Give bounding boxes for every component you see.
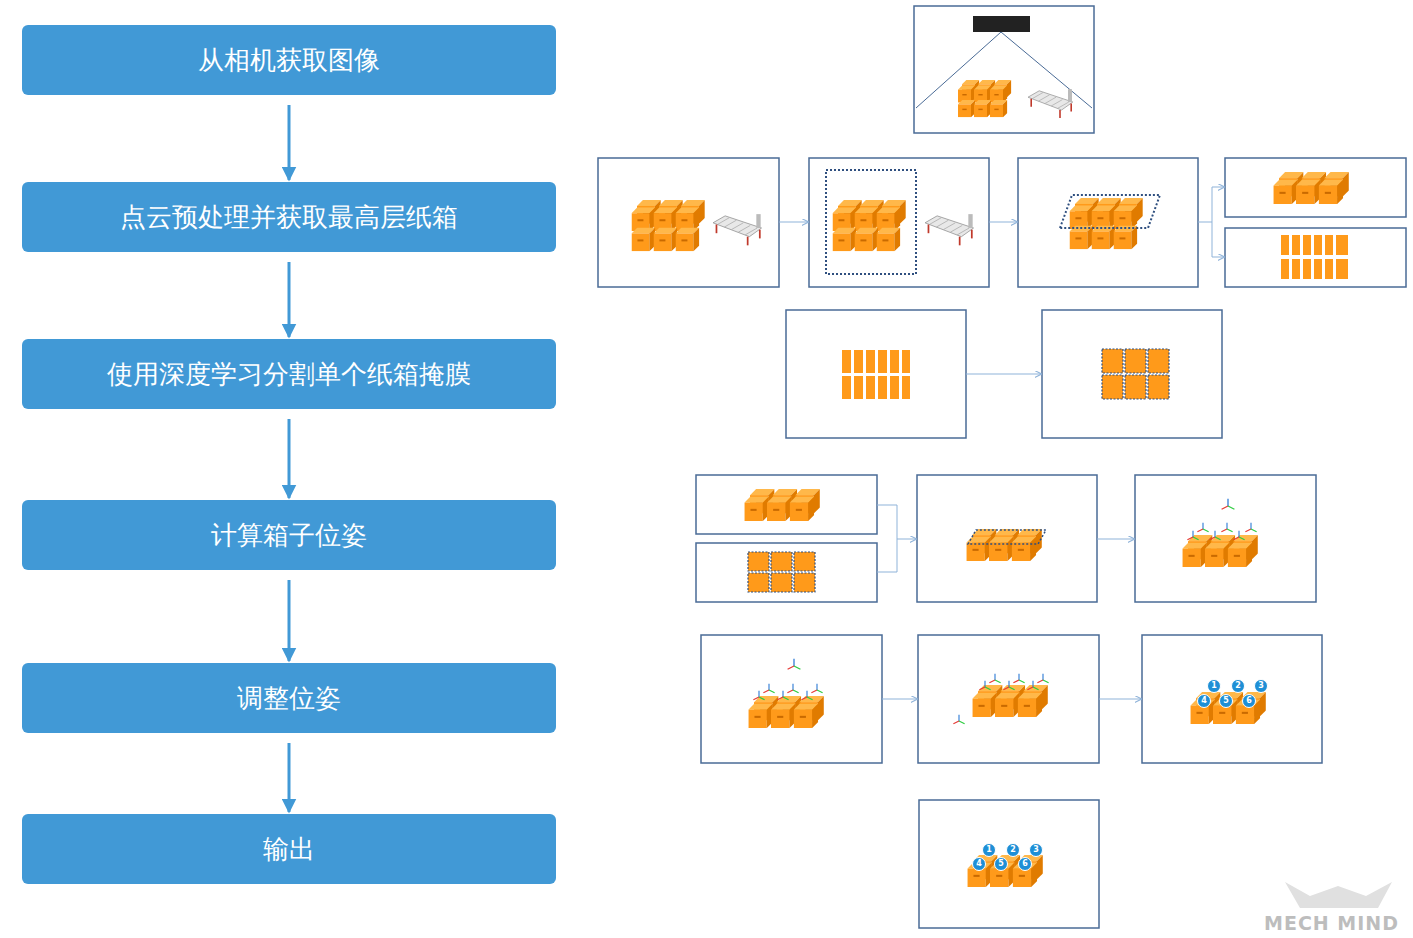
callout-number: 3 [1255,680,1267,692]
flow-arrow [288,105,291,180]
flow-arrow [288,580,291,661]
flow-arrow [288,743,291,812]
process-box: 使用深度学习分割单个纸箱掩膜 [22,339,556,409]
callout-number: 4 [1198,695,1210,707]
callout-number: 1 [1208,680,1220,692]
box-label: 调整位姿 [237,681,341,716]
callout-number: 1 [983,844,995,856]
callout-number: 2 [1007,844,1019,856]
box-label: 计算箱子位姿 [211,518,367,553]
box-label: 使用深度学习分割单个纸箱掩膜 [107,357,471,392]
callout-number: 5 [1220,695,1232,707]
callout-number: 2 [1232,680,1244,692]
box-label: 点云预处理并获取最高层纸箱 [120,200,458,235]
callout-number: 3 [1030,844,1042,856]
callout-number: 6 [1019,858,1031,870]
callout-number: 5 [995,858,1007,870]
watermark: MECH MIND [1264,912,1399,934]
process-box: 计算箱子位姿 [22,500,556,570]
process-box: 调整位姿 [22,663,556,733]
box-label: 输出 [263,832,315,867]
process-box: 点云预处理并获取最高层纸箱 [22,182,556,252]
process-box: 从相机获取图像 [22,25,556,95]
flow-arrow [288,262,291,337]
callout-number: 6 [1243,695,1255,707]
flow-arrow [288,419,291,498]
process-box: 输出 [22,814,556,884]
box-label: 从相机获取图像 [198,43,380,78]
callout-number: 4 [973,858,985,870]
